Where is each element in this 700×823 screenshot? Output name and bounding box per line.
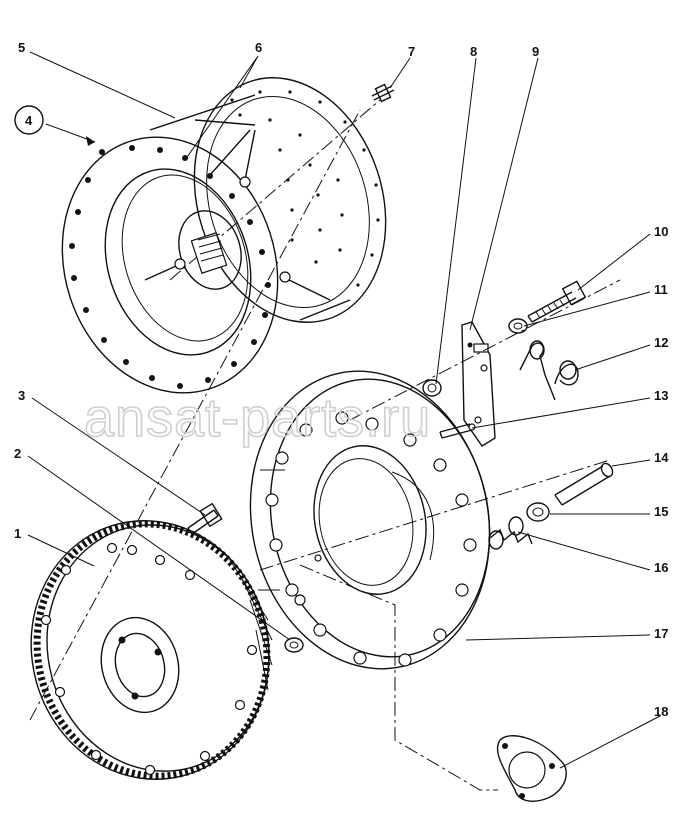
- leader-lines: [27, 51, 661, 769]
- watermark: ansat-parts.ru: [84, 388, 431, 448]
- callout-17: 17: [654, 626, 668, 641]
- assembly-axis-line: [29, 109, 361, 721]
- lock-nut-11: [508, 318, 528, 334]
- callout-7: 7: [408, 44, 415, 59]
- nut-15: [526, 502, 550, 522]
- bush-8: [422, 379, 442, 397]
- callout-2: 2: [14, 446, 21, 461]
- stud-3: [187, 502, 223, 535]
- lever-springs-12: [519, 340, 579, 401]
- pin-14: [554, 462, 614, 506]
- callout-labels: 5 6 7 8 9 4 10 11 12 13 3 2 14 15 1 16 1…: [14, 40, 669, 719]
- callout-16: 16: [654, 560, 668, 575]
- callout-5: 5: [18, 40, 25, 55]
- gasket-dash-line: [299, 564, 498, 791]
- upper-axis-line: [169, 99, 381, 281]
- pressure-plate-cover: [249, 370, 491, 670]
- callout-4: 4: [25, 113, 33, 128]
- callout-8: 8: [470, 44, 477, 59]
- callout-18: 18: [654, 704, 668, 719]
- callout-4-circle: [14, 105, 44, 135]
- callout-12: 12: [654, 335, 668, 350]
- callout-10: 10: [654, 224, 668, 239]
- bolt-7: [371, 83, 395, 103]
- callout-6: 6: [255, 40, 262, 55]
- flange-gasket-18: [496, 735, 567, 802]
- callout-1: 1: [14, 526, 21, 541]
- clutch-disc-assembly: [61, 77, 387, 394]
- callout-11: 11: [654, 282, 668, 297]
- spring-16: [488, 516, 533, 550]
- spring-axis-line: [259, 459, 611, 571]
- callout-9: 9: [532, 44, 539, 59]
- adjusting-screw-10: [527, 280, 587, 323]
- callout-3: 3: [18, 388, 25, 403]
- lever-axis-line: [349, 279, 621, 421]
- nut-flywheel: [284, 637, 304, 653]
- callout-13: 13: [654, 388, 668, 403]
- callout-15: 15: [654, 504, 668, 519]
- callout-14: 14: [654, 450, 669, 465]
